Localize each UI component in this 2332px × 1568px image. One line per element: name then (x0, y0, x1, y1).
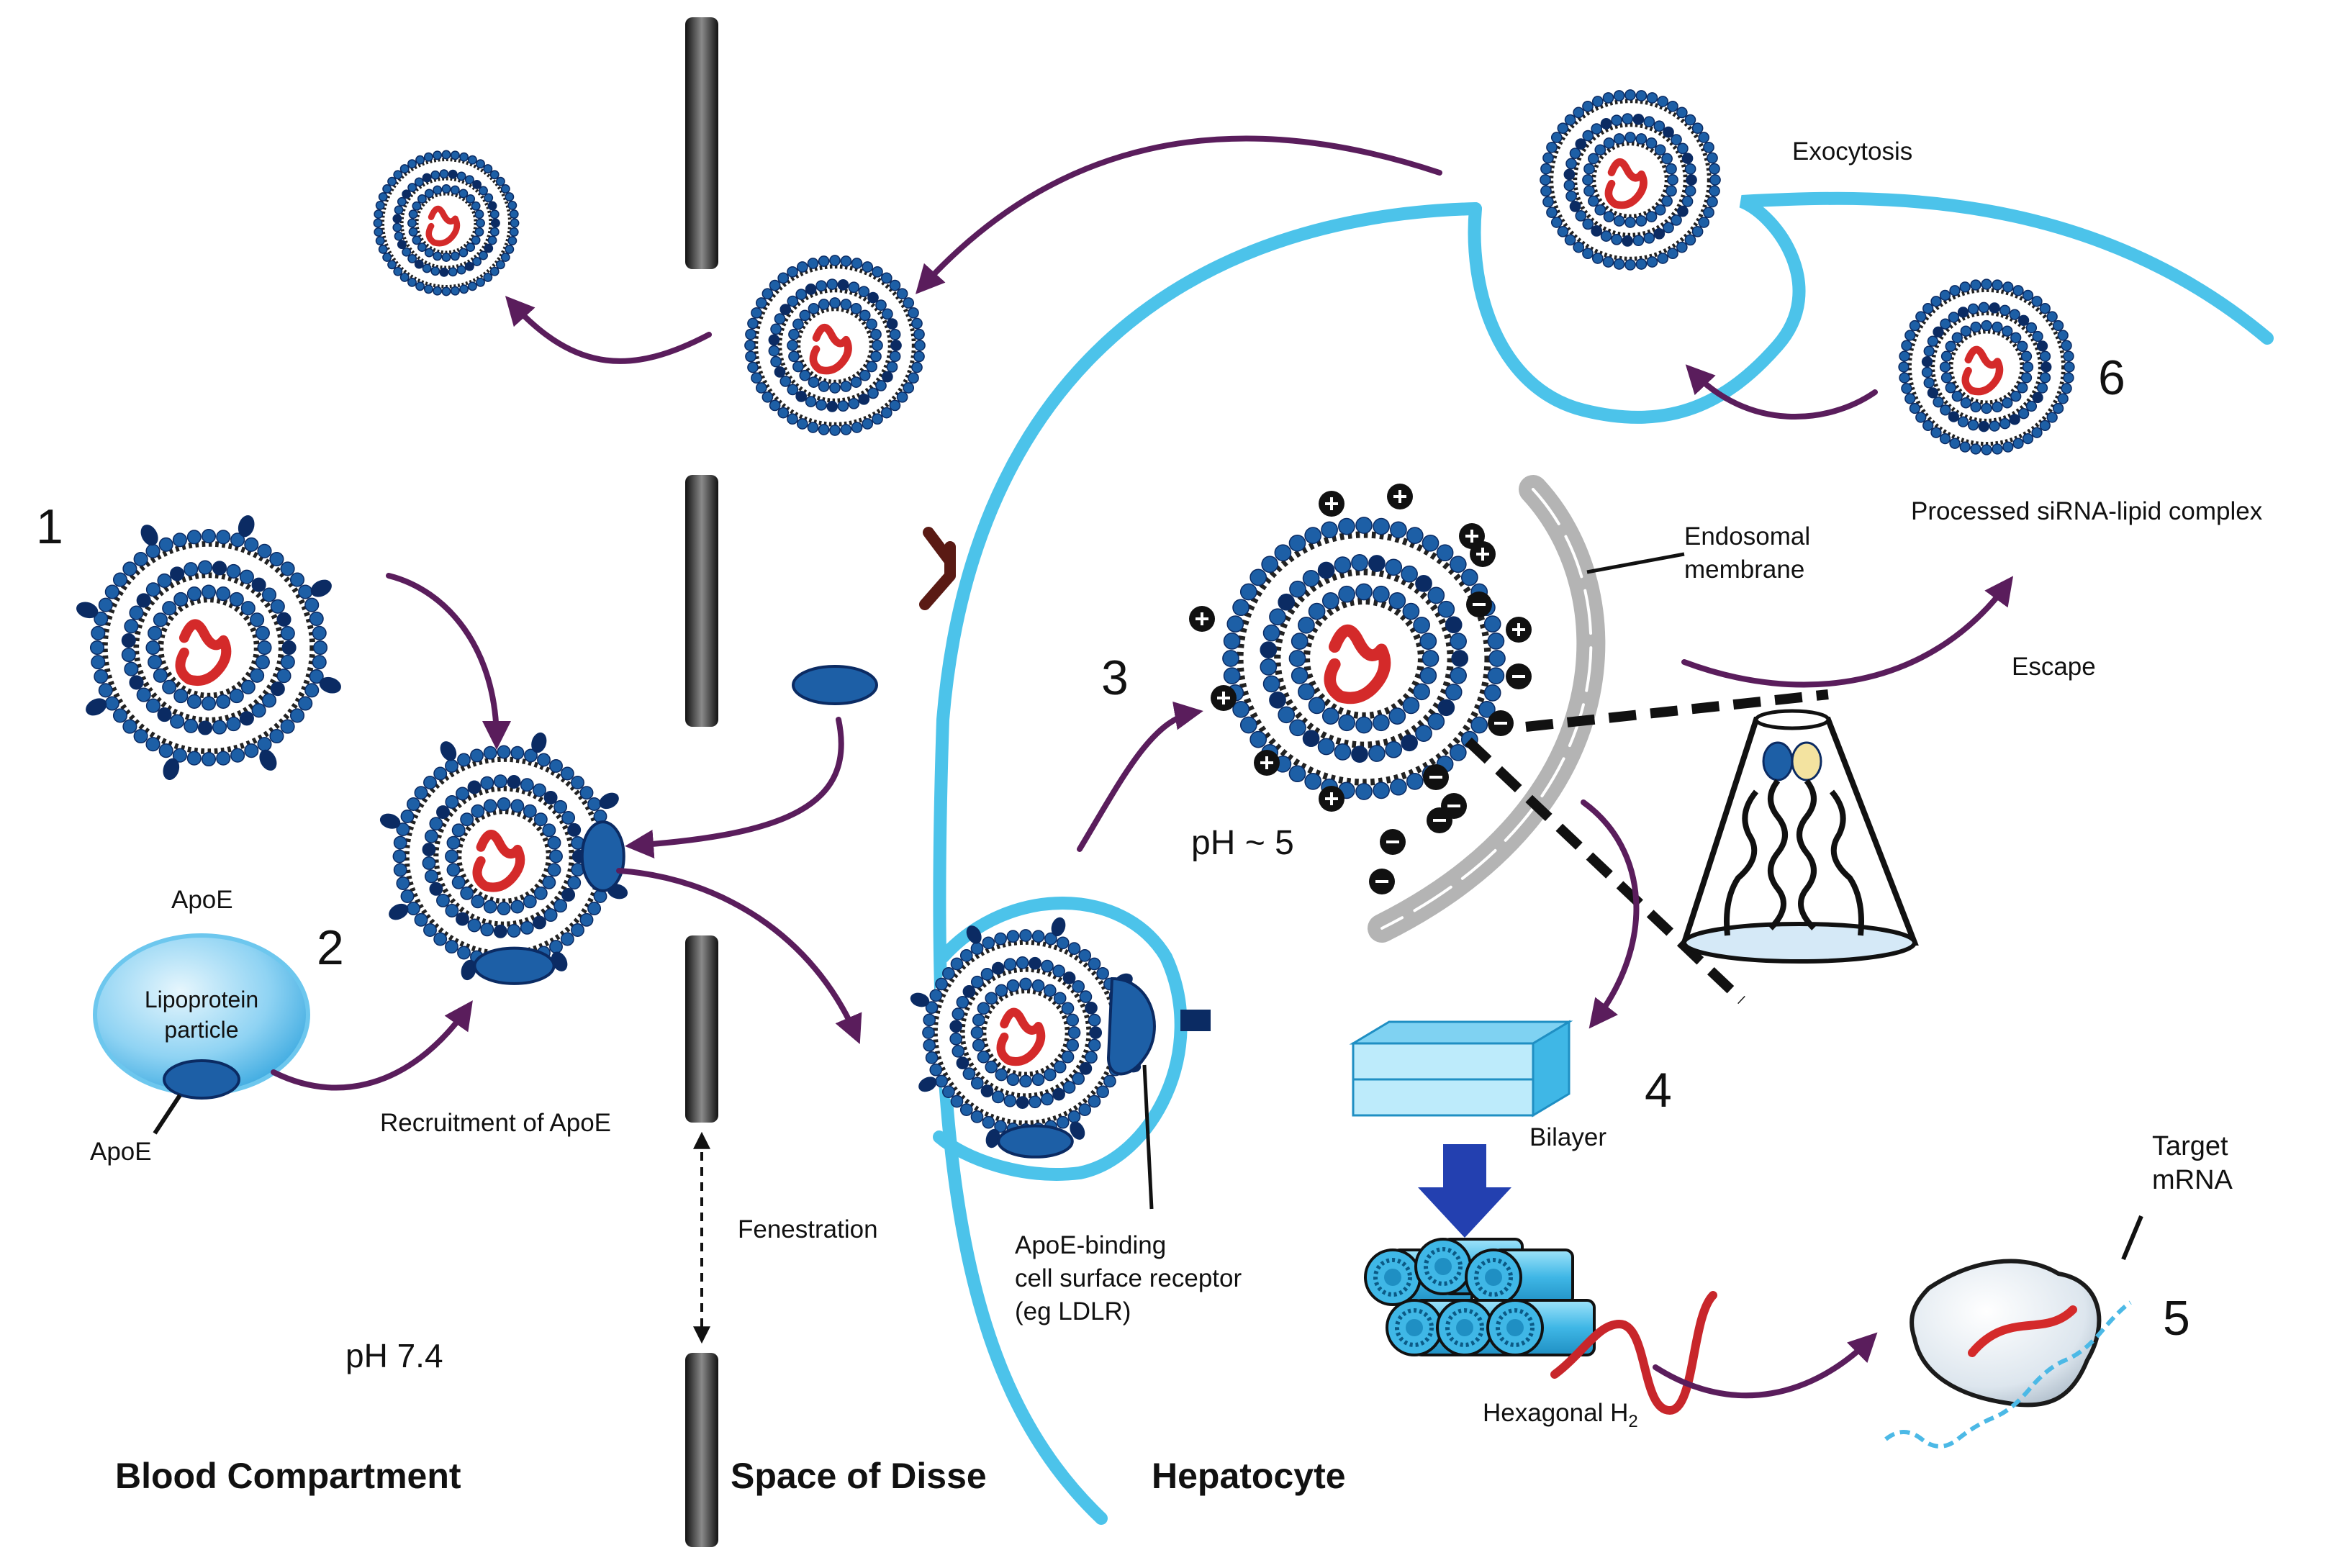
apoe-protein (792, 665, 878, 705)
step-6: 6 (2098, 350, 2125, 405)
zoom-lines (1465, 689, 1829, 1005)
positive-charge-icon (1319, 491, 1344, 517)
negative-charge-icon (1488, 710, 1514, 736)
hepatocyte-membrane (933, 191, 2274, 1525)
region-blood-compartment: Blood Compartment (115, 1456, 461, 1496)
target-label-2: mRNA (2152, 1165, 2233, 1195)
fenestration-bars (685, 17, 718, 1547)
step-5: 5 (2163, 1291, 2190, 1346)
positive-charge-icon (1254, 750, 1280, 776)
sirna-strand (1550, 1291, 1717, 1415)
charges (1189, 484, 1532, 894)
lipoprotein-label-1: Lipoprotein (145, 987, 258, 1012)
hexagonal-phase (1364, 1238, 1596, 1356)
step-1: 1 (36, 499, 63, 554)
processed-complex-label: Processed siRNA-lipid complex (1911, 497, 2263, 525)
receptor-label-3: (eg LDLR) (1015, 1297, 1131, 1325)
transition-arrow (1418, 1144, 1511, 1238)
lnp-particle (76, 515, 341, 780)
apoe-bottom-label: ApoE (90, 1138, 152, 1166)
negative-charge-icon (1466, 592, 1492, 617)
lnp-particle (1222, 517, 1506, 800)
positive-charge-icon (1211, 685, 1237, 711)
ph5-label: pH ~ 5 (1191, 824, 1294, 862)
negative-charge-icon (1427, 807, 1452, 833)
step-2: 2 (317, 920, 344, 975)
process-arrows (271, 135, 2014, 1399)
lipid-cylinder (1486, 1299, 1596, 1356)
fenestration-label: Fenestration (738, 1215, 878, 1243)
positive-charge-icon (1319, 786, 1344, 812)
cone-lipid (1680, 709, 1919, 964)
lipoprotein-particle (93, 933, 310, 1135)
step-3: 3 (1101, 651, 1129, 705)
lipid-nanoparticles (76, 89, 2075, 1159)
lnp-particle (1898, 278, 2075, 456)
endosomal-label-2: membrane (1684, 556, 1804, 584)
region-hepatocyte: Hepatocyte (1152, 1456, 1346, 1496)
negative-charge-icon (1423, 764, 1449, 790)
region-space-of-disse: Space of Disse (731, 1456, 987, 1496)
positive-charge-icon (1387, 484, 1413, 509)
positive-charge-icon (1470, 541, 1496, 567)
positive-charge-icon (1189, 606, 1215, 632)
escape-label: Escape (2012, 653, 2096, 681)
ldlr-receptor (1106, 976, 1211, 1210)
negative-charge-icon (1380, 829, 1406, 855)
lnp-particle (744, 255, 926, 436)
risc-complex (1884, 1215, 2143, 1449)
endosomal-membrane (1368, 475, 1606, 943)
positive-charge-icon (1506, 617, 1532, 643)
bilayer-slab (1349, 1020, 1573, 1118)
endosomal-pointer (1586, 552, 1685, 574)
bilayer-label: Bilayer (1529, 1123, 1606, 1151)
negative-charge-icon (1369, 869, 1395, 894)
hexagonal-label: Hexagonal H2 (1483, 1399, 1638, 1431)
step-4: 4 (1645, 1063, 1672, 1118)
lnp-particle (379, 732, 628, 985)
negative-charge-icon (1506, 663, 1532, 689)
lnp-particle (1540, 89, 1721, 271)
apoe-top-label: ApoE (171, 886, 233, 914)
lnp-particle (373, 150, 520, 296)
y-receptor-icon (919, 527, 956, 610)
exocytosis-label: Exocytosis (1792, 137, 1912, 166)
lipid-cylinder (1465, 1248, 1574, 1306)
target-label-1: Target (2152, 1131, 2228, 1161)
endosomal-label-1: Endosomal (1684, 522, 1810, 550)
recruitment-label: Recruitment of ApoE (380, 1109, 611, 1137)
receptor-label-2: cell surface receptor (1015, 1264, 1242, 1292)
lipoprotein-label-2: particle (164, 1017, 238, 1043)
ph74-label: pH 7.4 (345, 1337, 443, 1374)
receptor-label-1: ApoE-binding (1015, 1231, 1166, 1259)
